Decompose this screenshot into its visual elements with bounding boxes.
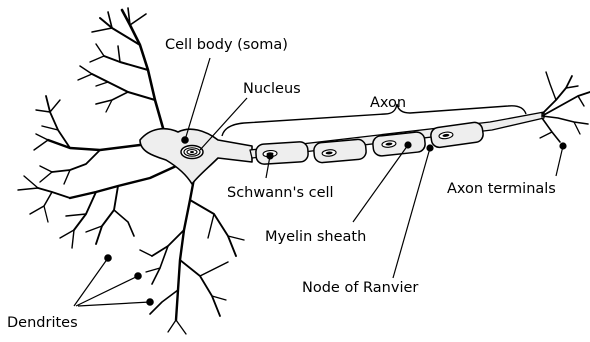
label-cell-body: Cell body (soma) — [165, 37, 288, 53]
label-axon-terminals: Axon terminals — [447, 181, 556, 197]
axon-terminals — [540, 72, 590, 142]
dendrite-trees — [18, 8, 244, 334]
dendrite-tree-top — [78, 8, 165, 135]
label-myelin-sheath: Myelin sheath — [265, 229, 366, 245]
soma-and-axon — [140, 72, 590, 184]
label-dendrites: Dendrites — [7, 315, 78, 331]
schwann-cell-2 — [313, 139, 367, 163]
label-node-of-ranvier: Node of Ranvier — [302, 280, 418, 296]
schwann-cell-1 — [255, 141, 308, 164]
dendrite-tree-lower-left — [18, 162, 185, 248]
nucleus — [181, 146, 203, 159]
label-nucleus: Nucleus — [243, 81, 301, 97]
label-axon: Axon — [370, 95, 406, 111]
schwann-cell-4 — [430, 121, 484, 148]
diagram-labels: Cell body (soma) Nucleus Axon Schwann's … — [7, 37, 556, 331]
label-schwann-cell: Schwann's cell — [227, 185, 334, 201]
